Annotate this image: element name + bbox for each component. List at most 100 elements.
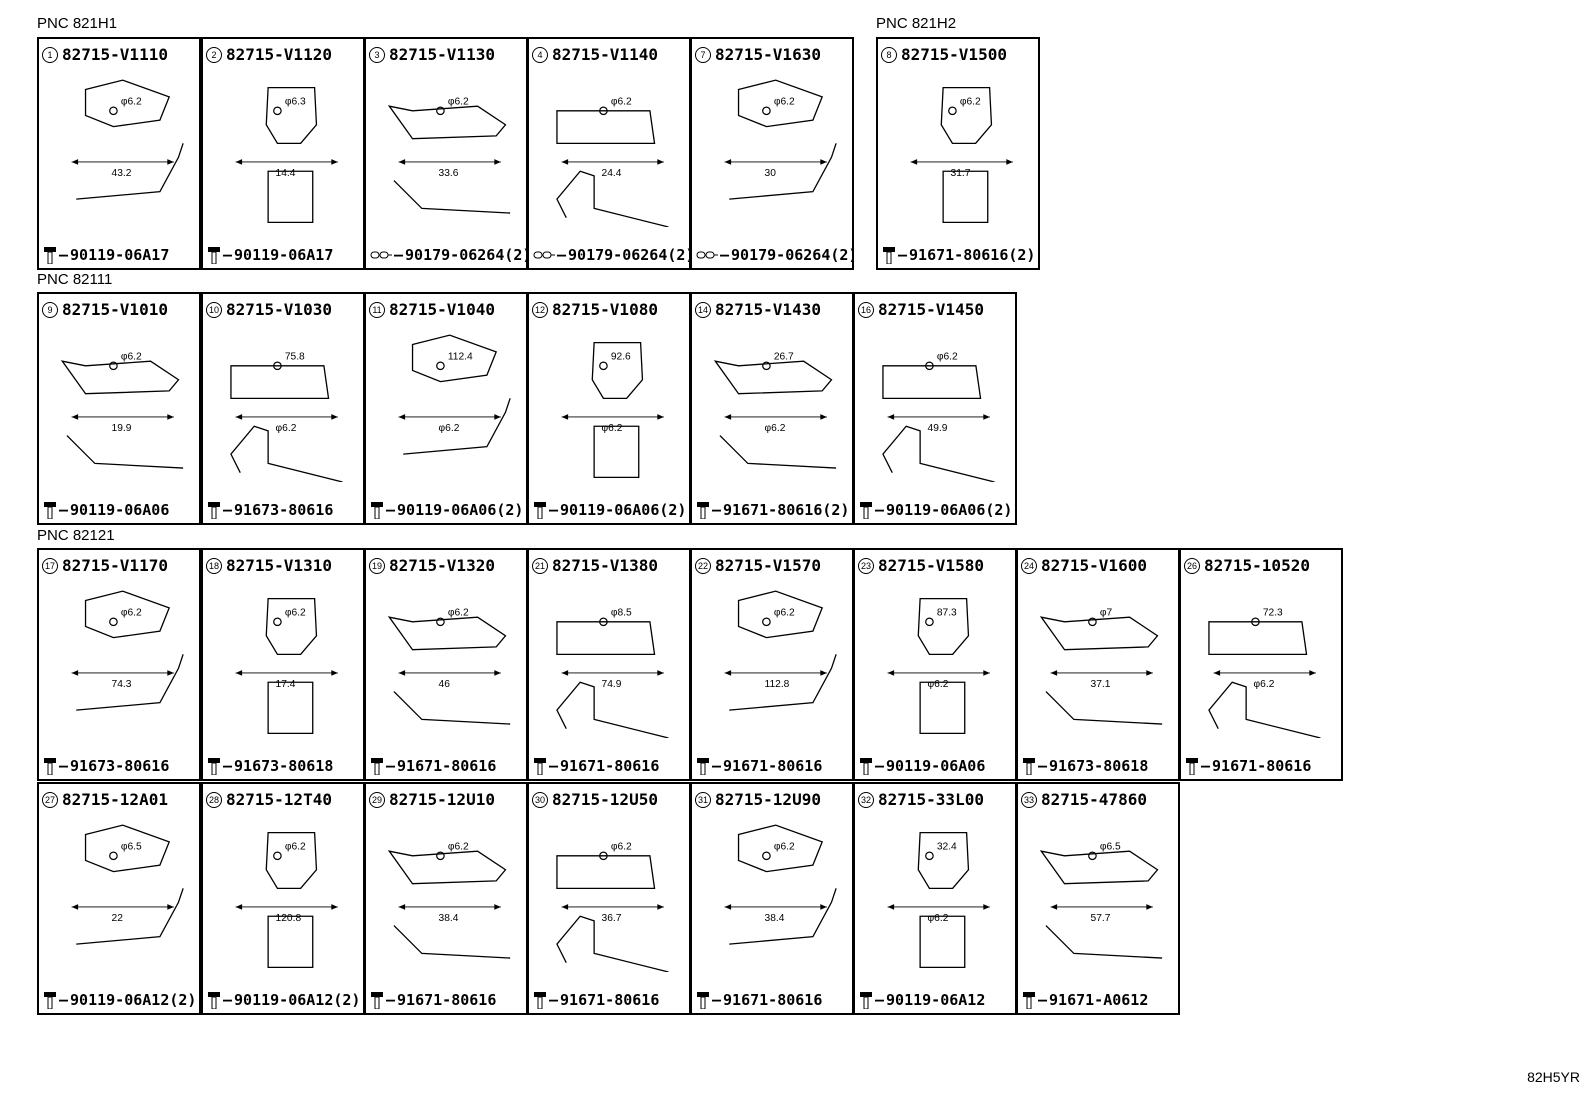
dimension-label: φ6.2 [448,607,469,618]
leader-line: — [386,501,396,519]
bolt-icon [44,502,56,519]
callout-number: 8 [881,46,897,63]
part-number: 82715-V1110 [62,45,168,64]
callout-number: 14 [695,301,711,318]
dimension-label: 14.4 [276,168,296,179]
fastener-row: —91671-80616 [1185,757,1311,775]
fastener-row: —90119-06A06(2) [859,501,1012,519]
callout-number: 27 [42,791,58,808]
fastener-number: 90119-06A06(2) [560,501,687,519]
dimension-label: 46 [439,679,451,690]
part-number: 82715-V1010 [62,300,168,319]
bracket-drawing: 75.8φ6.2 [230,351,343,482]
callout-number: 16 [858,301,874,318]
part-number: 82715-V1080 [552,300,658,319]
bracket-drawing: φ6.236.7 [556,841,669,972]
fastener-row: —90179-06264(2) [696,246,854,264]
fastener-number: 91671-80616 [397,991,497,1009]
leader-line: — [1038,991,1048,1009]
bolt-icon [208,758,220,775]
dimension-label: φ6.2 [121,351,142,362]
fastener-number: 91671-80616 [560,757,660,775]
dimension-label: 19.9 [112,423,132,434]
fastener-number: 91673-80616 [234,501,334,519]
bolt-icon [1023,758,1035,775]
fastener-row: —90119-06A12(2) [207,991,360,1009]
bolt-icon [44,247,56,264]
callout-number: 19 [369,557,385,574]
dimension-label: 74.9 [602,679,622,690]
leader-line: — [712,757,722,775]
part-number: 82715-V1570 [715,556,821,575]
bolt-icon [1186,758,1198,775]
fastener-row: —91673-80618 [1022,757,1148,775]
fastener-number: 90179-06264(2) [568,246,691,264]
dimension-label: φ6.5 [121,841,142,852]
dimension-label: φ6.2 [121,607,142,618]
fastener-number: 90119-06A17 [234,246,334,264]
fastener-number: 91673-80618 [234,757,334,775]
dimension-label: 92.6 [611,351,631,362]
bracket-drawing: φ6.2 46 [387,607,511,725]
dimension-label: 75.8 [285,351,305,362]
dimension-label: 112.8 [765,679,790,690]
dimension-label: 26.7 [774,351,794,362]
bolt-icon [860,502,872,519]
fastener-row: —90119-06A06 [43,501,169,519]
callout-number: 22 [695,557,711,574]
dimension-label: φ6.2 [1254,679,1275,690]
callout-number: 2 [206,46,222,63]
fastener-number: 90119-06A17 [70,246,170,264]
fastener-number: 90179-06264(2) [731,246,854,264]
fastener-row: —90119-06A17 [43,246,169,264]
clip-icon [533,251,555,259]
bracket-drawing: φ6.274.3 [71,590,184,711]
fastener-row: —90119-06A06(2) [533,501,686,519]
dimension-label: φ6.5 [1100,841,1121,852]
dimension-label: φ6.2 [937,351,958,362]
fastener-row: —91673-80618 [207,757,333,775]
dimension-label: φ6.2 [774,841,795,852]
leader-line: — [557,246,567,264]
bolt-icon [883,247,895,264]
dimension-label: 33.6 [439,168,459,179]
dimension-label: 57.7 [1091,913,1111,924]
dimension-label: φ6.2 [611,841,632,852]
bolt-icon [371,758,383,775]
dimension-label: φ6.2 [928,679,949,690]
bolt-icon [860,758,872,775]
fastener-row: —91671-80616 [370,991,496,1009]
fastener-row: —91671-80616 [533,991,659,1009]
fastener-number: 91671-80616 [723,757,823,775]
bracket-drawing: φ6.5 57.7 [1039,841,1163,959]
leader-line: — [59,501,69,519]
fastener-row: —91671-80616 [370,757,496,775]
bolt-icon [371,502,383,519]
part-number: 82715-47860 [1041,790,1147,809]
dimension-label: φ6.2 [928,913,949,924]
bracket-drawing: φ6.217.4 [235,597,338,735]
callout-number: 3 [369,46,385,63]
callout-number: 9 [42,301,58,318]
